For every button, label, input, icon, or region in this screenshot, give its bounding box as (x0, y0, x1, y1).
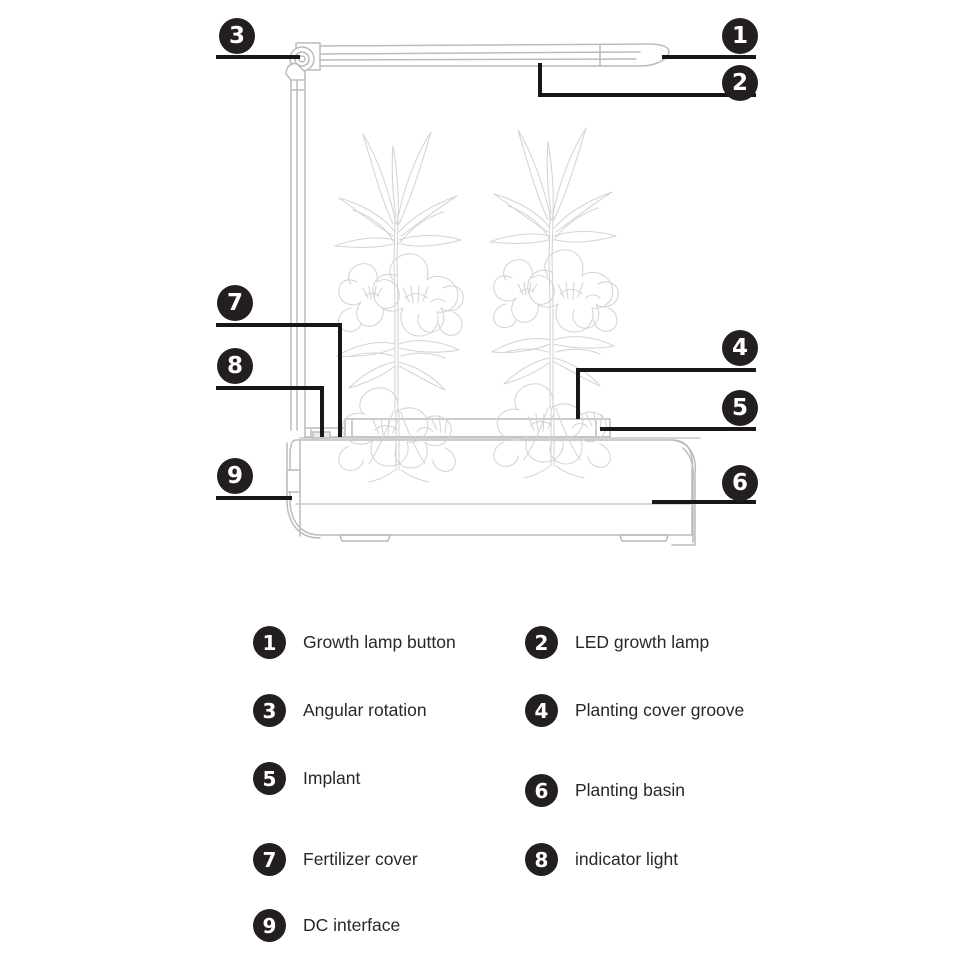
callout-marker-6[interactable]: 6 (722, 465, 758, 501)
callout-marker-9[interactable]: 9 (217, 458, 253, 494)
legend-label-2: LED growth lamp (575, 632, 710, 652)
callout-marker-5[interactable]: 5 (722, 390, 758, 426)
legend-label-6: Planting basin (575, 780, 685, 800)
callout-marker-8[interactable]: 8 (217, 348, 253, 384)
callout-marker-3[interactable]: 3 (219, 18, 255, 54)
legend-bullet-3: 3 (253, 694, 286, 727)
legend-bullet-8: 8 (525, 843, 558, 876)
leader-2 (538, 63, 756, 97)
product-illustration: 1 2 3 4 5 6 7 8 9 (216, 18, 758, 546)
legend-bullet-6: 6 (525, 774, 558, 807)
legend-item-6[interactable]: 6 Planting basin (525, 774, 685, 807)
legend-list: 1 Growth lamp button 2 LED growth lamp 3… (0, 604, 954, 954)
planting-basin (289, 439, 694, 536)
product-line-art (216, 42, 756, 546)
legend-item-5[interactable]: 5 Implant (253, 762, 360, 795)
legend-item-9[interactable]: 9 DC interface (253, 909, 400, 942)
leader-8 (216, 386, 324, 437)
legend-bullet-9: 9 (253, 909, 286, 942)
callout-marker-4[interactable]: 4 (722, 330, 758, 366)
legend-label-5: Implant (303, 768, 361, 788)
product-body-outline (285, 42, 701, 546)
legend-item-3[interactable]: 3 Angular rotation (253, 694, 427, 727)
legend-item-4[interactable]: 4 Planting cover groove (525, 694, 744, 727)
callout-marker-2[interactable]: 2 (722, 65, 758, 101)
legend-bullet-7: 7 (253, 843, 286, 876)
lamp-head (308, 43, 670, 67)
legend-item-8[interactable]: 8 indicator light (525, 843, 678, 876)
legend-bullet-1: 1 (253, 626, 286, 659)
leader-4 (576, 368, 756, 419)
legend-item-7[interactable]: 7 Fertilizer cover (253, 843, 418, 876)
legend-bullet-2: 2 (525, 626, 558, 659)
legend-bullet-5: 5 (253, 762, 286, 795)
legend-item-1[interactable]: 1 Growth lamp button (253, 626, 456, 659)
legend-label-7: Fertilizer cover (303, 849, 418, 869)
callout-marker-1[interactable]: 1 (722, 18, 758, 54)
legend-label-1: Growth lamp button (303, 632, 456, 652)
legend-item-2[interactable]: 2 LED growth lamp (525, 626, 709, 659)
leader-7 (216, 323, 342, 437)
leader-lines (216, 55, 756, 504)
callout-marker-7[interactable]: 7 (217, 285, 253, 321)
legend-label-4: Planting cover groove (575, 700, 745, 720)
legend-label-3: Angular rotation (303, 700, 427, 720)
legend-bullet-4: 4 (525, 694, 558, 727)
dc-interface (286, 469, 301, 493)
legend-label-9: DC interface (303, 915, 401, 935)
legend-label-8: indicator light (575, 849, 679, 869)
